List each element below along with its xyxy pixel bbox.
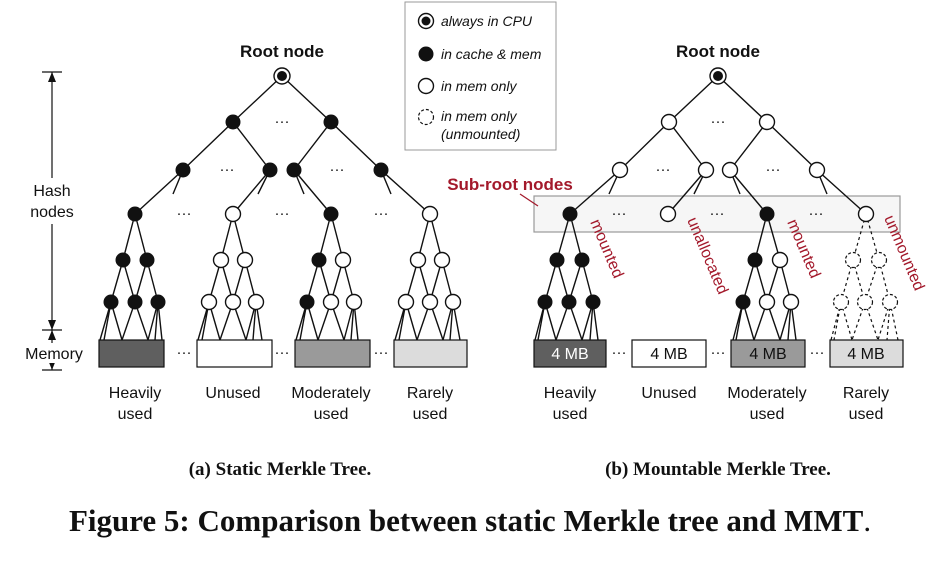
block-size-label: 4 MB [551,346,588,363]
ellipsis: ··· [330,161,345,178]
block-label: used [314,406,349,423]
ellipsis: ··· [275,344,290,361]
block-label: used [849,406,884,423]
mountable-tree-nodes [537,67,899,311]
block-label: Rarely [843,385,889,402]
ellipsis: ··· [809,205,824,222]
block-label: Moderately [727,385,806,402]
ellipsis: ··· [220,161,235,178]
memory-block [393,339,468,368]
legend-unmounted-label-1: in mem only [441,108,517,124]
static-block-labels: Heavily used Unused Moderately used Rare… [109,385,453,423]
block-label: Rarely [407,385,453,402]
mountable-block-labels: Heavily used Unused Moderately used Rare… [544,385,889,423]
block-label: used [118,406,153,423]
block-label: Unused [641,385,696,402]
left-caption: (a) Static Merkle Tree. [189,459,372,480]
left-root-label: Root node [240,42,324,61]
block-size-label: 4 MB [650,346,687,363]
ellipsis: ··· [810,344,825,361]
subroot-highlight-box [533,195,901,233]
ellipsis: ··· [177,205,192,222]
subroot-pointer [519,193,539,207]
axis-hash-label-1: Hash [33,183,70,200]
axis-annotation: Hash nodes Memory [18,71,90,371]
right-root-node [709,67,727,85]
axis-hash-label-2: nodes [30,204,74,221]
memory-block [631,339,707,368]
block-label: used [750,406,785,423]
block-size-label: 4 MB [749,346,786,363]
block-label: Heavily [109,385,161,402]
static-tree: Root node Hash nodes Memory [18,42,468,480]
legend-unmounted-label-2: (unmounted) [441,126,520,142]
figure-caption-text: Figure 5: Comparison between static Merk… [69,503,864,538]
block-label: Heavily [544,385,596,402]
block-label: Moderately [291,385,370,402]
ellipsis: ··· [177,344,192,361]
figure-caption-period: . [863,503,871,538]
static-tree-nodes [103,67,462,311]
ellipsis: ··· [612,344,627,361]
static-tree-ellipses: ··· ··· ··· ··· ··· ··· ··· ··· ··· [177,113,389,361]
subroot-label: Sub-root nodes [447,175,573,194]
block-label: used [413,406,448,423]
right-caption: (b) Mountable Merkle Tree. [605,459,831,480]
block-label: used [553,406,588,423]
legend-unmounted: in mem only (unmounted) [417,108,520,142]
axis-memory-label: Memory [25,346,83,363]
memory-block [98,339,165,368]
memory-block [196,339,273,368]
legend-always-cpu-label: always in CPU [441,13,533,29]
ellipsis: ··· [766,161,781,178]
memory-block [294,339,371,368]
block-label: Unused [205,385,260,402]
figure-caption: Figure 5: Comparison between static Merk… [69,503,871,538]
ellipsis: ··· [710,205,725,222]
mountable-memory-blocks: 4 MB 4 MB 4 MB 4 MB [533,339,904,368]
ellipsis: ··· [711,113,726,130]
left-root-node [273,67,291,85]
block-size-label: 4 MB [847,346,884,363]
mountable-tree-ellipses: ··· ··· ··· ··· ··· ··· ··· ··· ··· [612,113,825,361]
ellipsis: ··· [374,205,389,222]
memory-block [730,339,806,368]
ellipsis: ··· [275,113,290,130]
memory-block [829,339,904,368]
legend-mem-only: in mem only [417,77,517,95]
mountable-tree-edges [534,75,899,341]
memory-block [533,339,607,368]
legend-always-cpu: always in CPU [417,12,533,30]
ellipsis: ··· [711,344,726,361]
right-root-label: Root node [676,42,760,61]
legend: always in CPU in cache & mem in mem only… [404,1,557,151]
static-memory-blocks [98,339,468,368]
static-tree-edges [99,75,461,341]
legend-cache-mem-label: in cache & mem [441,46,542,62]
status-label: unmounted [880,213,927,293]
ellipsis: ··· [656,161,671,178]
ellipsis: ··· [374,344,389,361]
ellipsis: ··· [612,205,627,222]
legend-mem-only-label: in mem only [441,78,517,94]
ellipsis: ··· [275,205,290,222]
legend-cache-mem: in cache & mem [418,46,542,62]
